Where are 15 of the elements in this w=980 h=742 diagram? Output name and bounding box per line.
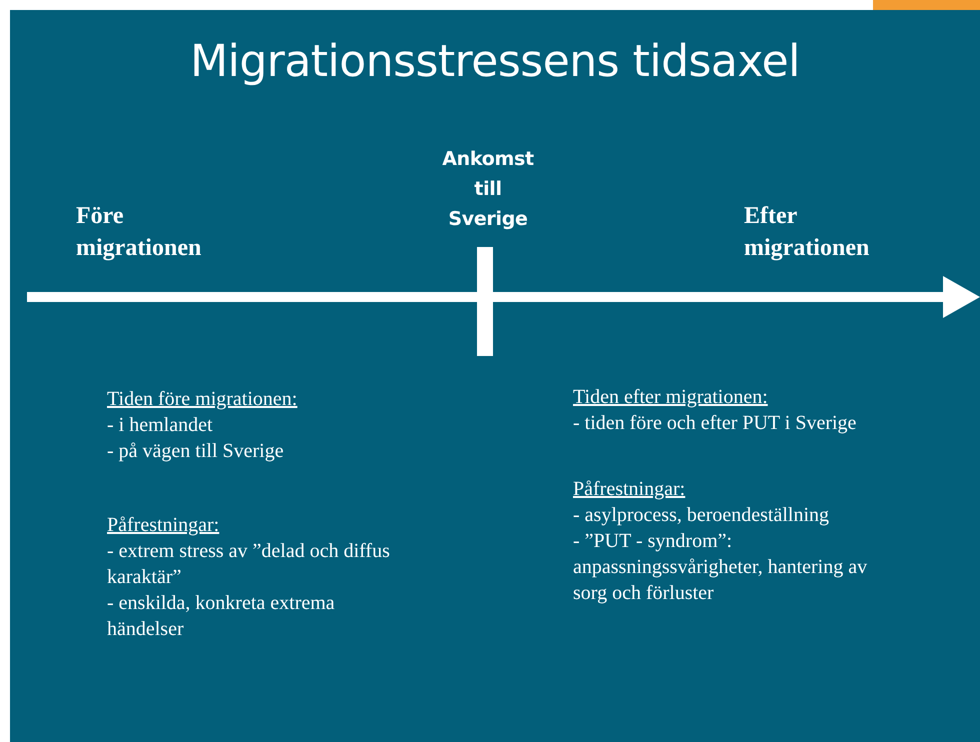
section-heading: Påfrestningar:: [573, 477, 686, 502]
milestone-label: Ankomst till Sverige: [441, 147, 535, 232]
section-heading: Tiden efter migrationen:: [573, 385, 768, 410]
phase-label: Efter migrationen: [744, 202, 870, 263]
list-item: - extrem stress av ”delad och diffus karaktär”: [107, 539, 391, 590]
list-item: - i hemlandet: [107, 413, 214, 438]
list-item: - enskilda, konkreta extrema händelser: [107, 591, 336, 642]
section-heading: Tiden före migrationen:: [107, 387, 298, 412]
section-heading: Påfrestningar:: [107, 513, 220, 538]
list-item: - på vägen till Sverige: [107, 439, 285, 464]
list-item: - ”PUT - syndrom”: anpassningssvårigheter, hantering av sorg och förluster: [573, 529, 868, 606]
list-item: - asylprocess, beroendeställning: [573, 503, 830, 528]
phase-label: Före migrationen: [76, 202, 202, 263]
list-item: - tiden före och efter PUT i Sverige: [573, 411, 858, 436]
slide-title: Migrationsstressens tidsaxel: [189, 36, 801, 87]
